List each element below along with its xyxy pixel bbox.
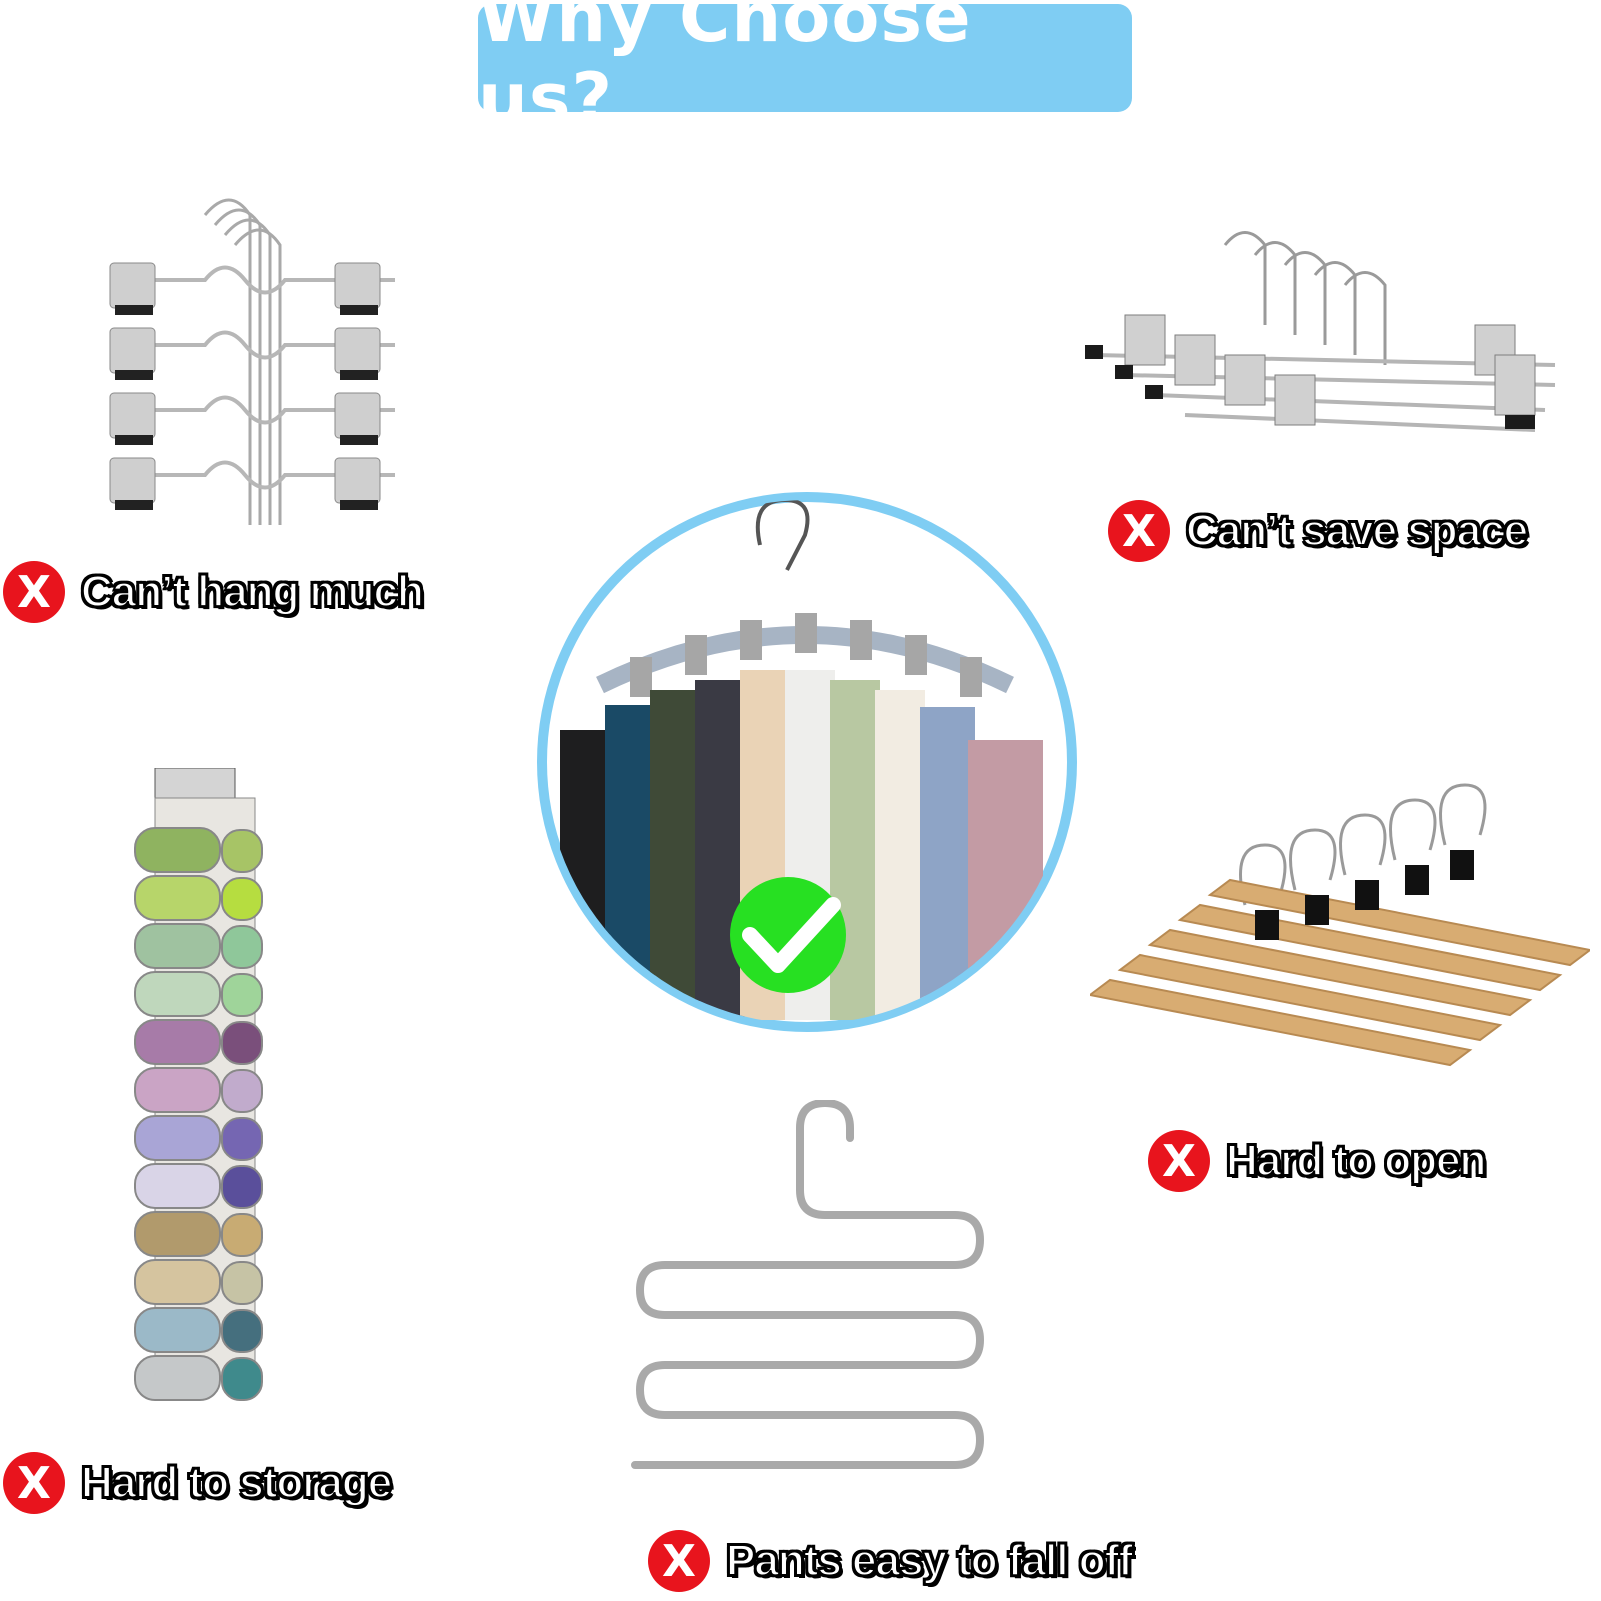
x-icon: X <box>3 1452 65 1514</box>
product-circle-image <box>537 492 1077 1032</box>
x-icon: X <box>3 561 65 623</box>
page-title: Why Choose us? <box>478 0 972 140</box>
x-icon: X <box>648 1530 710 1592</box>
label-text: Pants easy to fall off <box>725 1535 1134 1586</box>
hanging-organizer-image <box>134 768 263 1401</box>
label-text: Hard to open <box>1225 1135 1487 1186</box>
label-text: Can’t hang much <box>80 566 425 617</box>
x-icon: X <box>1108 500 1170 562</box>
title-banner: Why Choose us? <box>478 0 1132 140</box>
row-clip-hangers-image <box>1085 231 1556 432</box>
label-hard-to-storage: X Hard to storage <box>3 1452 393 1514</box>
wooden-hangers-image <box>1090 783 1590 1067</box>
s-shape-hanger-image <box>631 1100 985 1469</box>
x-icon: X <box>1148 1130 1210 1192</box>
label-pants-easy-to-fall-off: X Pants easy to fall off <box>648 1530 1134 1592</box>
label-text: Can’t save space <box>1185 505 1529 556</box>
label-cant-save-space: X Can’t save space <box>1108 500 1529 562</box>
stacked-clip-hangers-image <box>108 198 397 525</box>
label-cant-hang-much: X Can’t hang much <box>3 561 425 623</box>
label-text: Hard to storage <box>80 1457 393 1508</box>
check-icon <box>742 897 841 973</box>
label-hard-to-open: X Hard to open <box>1148 1130 1487 1192</box>
